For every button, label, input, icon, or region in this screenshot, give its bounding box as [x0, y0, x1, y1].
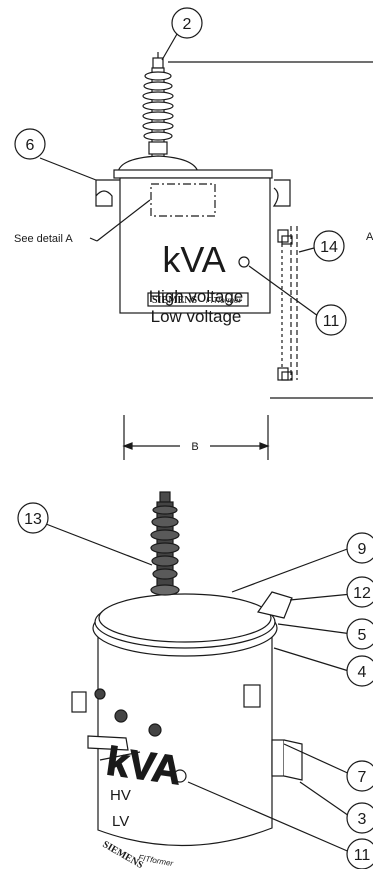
nameplate-outline — [150, 183, 216, 217]
callout-circle-12 — [346, 576, 373, 608]
hv-bushing — [142, 67, 174, 159]
callout-circle-3 — [346, 802, 373, 834]
callout-circle-13 — [17, 502, 49, 534]
callout-12: 12 — [353, 585, 371, 602]
callout-7: 7 — [358, 769, 367, 786]
callout-circle-11-bottom — [346, 838, 373, 869]
leader-6 — [39, 157, 97, 181]
leader-9 — [231, 547, 351, 593]
iso-bushing — [150, 491, 180, 596]
iso-ground-pad — [173, 769, 187, 783]
leader-3 — [299, 781, 353, 819]
iso-lv-label: LV — [112, 813, 129, 830]
callout-11-top: 11 — [323, 313, 340, 330]
brand-product: FITformer — [206, 296, 241, 305]
lifting-lug-left — [95, 180, 113, 207]
callout-circle-14 — [313, 230, 345, 262]
ground-pad-marker — [238, 256, 250, 268]
iso-tank-body — [97, 635, 273, 847]
callout-6: 6 — [26, 137, 35, 154]
iso-brand-product: FITformer — [138, 853, 174, 868]
leader-14 — [298, 247, 315, 253]
callout-5: 5 — [358, 627, 367, 644]
tank-body — [119, 177, 271, 314]
leader-7 — [283, 743, 353, 776]
brand-plate — [147, 292, 249, 307]
callout-circle-5 — [346, 618, 373, 650]
iso-lifting-lug — [256, 591, 293, 619]
dimension-a-label: A — [366, 231, 373, 243]
callout-13: 13 — [24, 511, 42, 528]
callout-circle-4 — [346, 655, 373, 687]
leader-2 — [161, 33, 178, 61]
kva-label: kVA — [162, 239, 225, 280]
tank-cover — [117, 155, 199, 173]
callout-11-bottom: 11 — [354, 847, 371, 864]
leader-11-top — [248, 265, 319, 317]
callout-2: 2 — [183, 16, 192, 33]
iso-lv-terminals — [71, 688, 162, 761]
iso-hanger-bracket — [243, 684, 261, 708]
front-view — [39, 33, 373, 460]
leader-detail-a — [96, 199, 151, 242]
leader-11-bottom — [187, 781, 353, 854]
side-bracket — [277, 226, 298, 381]
iso-kva-label: kVA — [104, 739, 184, 793]
callout-14: 14 — [320, 239, 338, 256]
callout-circle-9 — [346, 532, 373, 564]
iso-support-bracket — [271, 739, 285, 777]
detail-a-label: See detail A — [14, 233, 73, 245]
iso-view — [45, 491, 353, 854]
brand-name: SIEMENS — [152, 295, 197, 306]
callout-9: 9 — [358, 541, 367, 558]
callout-circle-11-top — [315, 304, 347, 336]
iso-hv-label: HV — [110, 787, 131, 804]
callout-circle-6 — [14, 128, 46, 160]
leader-4 — [273, 647, 353, 673]
dimension-b-label: B — [191, 441, 198, 453]
low-voltage-label: Low voltage — [151, 307, 242, 326]
high-voltage-label: High voltage — [149, 287, 244, 306]
leader-12 — [289, 593, 353, 601]
leader-5 — [277, 623, 353, 635]
callout-circle-2 — [171, 7, 203, 39]
callout-4: 4 — [358, 664, 367, 681]
hv-terminal — [152, 57, 164, 69]
leader-13 — [45, 523, 153, 566]
callout-3: 3 — [358, 811, 367, 828]
callout-circle-7 — [346, 760, 373, 792]
